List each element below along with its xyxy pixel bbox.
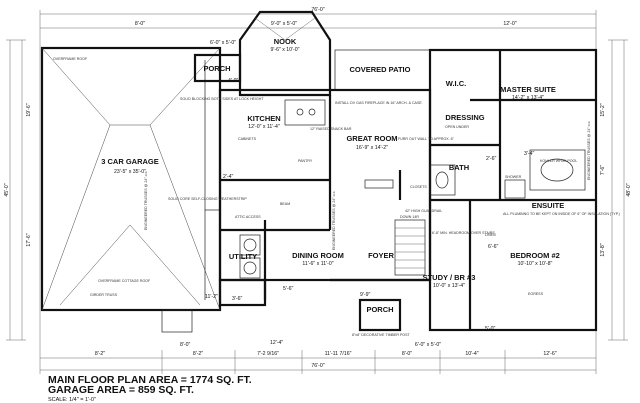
room-study-size: 10'-0" x 13'-4" [433, 283, 465, 289]
note-cabinets: CABINETS [238, 137, 257, 141]
dim-misc-11: 15'-2" [600, 103, 606, 116]
dim-misc-0: 3'-6" [232, 296, 242, 302]
dim-misc-4: 9'-9" [360, 292, 370, 298]
dim-top-seg-2: 8'-0" [135, 21, 145, 27]
note-raised-snack-bar: 12" RAISED SNACK BAR [310, 127, 352, 131]
room-wic-name: W.I.C. [446, 79, 466, 88]
dim-top-seg-0: 9'-0" x 5'-0" [271, 21, 297, 27]
dim-misc-14: 8'-0" [180, 342, 190, 348]
room-study-name: STUDY / BR #3 [423, 273, 476, 282]
note-attic-access: ATTIC ACCESS [235, 215, 261, 219]
dim-misc-8: 3'-4" [524, 151, 534, 157]
dim-bottom-seg-2: 7'-2 9/16" [257, 351, 279, 357]
room-porch-bottom-name: PORCH [366, 305, 393, 314]
dim-bottom-seg-5: 10'-4" [465, 351, 478, 357]
dim-left-overall: 45'-0" [4, 183, 10, 196]
title-garage-area: GARAGE AREA = 859 SQ. FT. [48, 384, 194, 396]
room-bedroom2-name: BEDROOM #2 [510, 251, 560, 260]
note-closets: CLOSETS [410, 185, 427, 189]
note-down-steps: DOWN 14R [400, 215, 419, 219]
dim-top-overall: 76'-0" [311, 7, 324, 13]
dimension-lines [6, 10, 628, 374]
room-master-suite-size: 14'-2" x 13'-4" [512, 95, 544, 101]
room-garage-name: 3 CAR GARAGE [101, 157, 159, 166]
room-dining-room-size: 11'-6" x 11'-0" [302, 261, 333, 267]
room-garage-size: 23'-5" x 35'-0" [114, 169, 146, 175]
dim-bottom-seg-3: 11'-11 7/16" [325, 351, 352, 357]
room-dressing-name: DRESSING [445, 113, 484, 122]
dim-misc-6: 2'-6" [486, 156, 496, 162]
note-solid-core-door: SOLID CORE SELF-CLOSING WEATHERSTRIP [168, 197, 247, 201]
title-scale: SCALE: 1/4" = 1'-0" [48, 397, 96, 403]
room-bath-name: BATH [449, 163, 469, 172]
note-trusses-left: ENGINEERED TRUSSES @ 24" o.c. [144, 171, 148, 230]
garage [40, 46, 222, 333]
note-trusses-center: ENGINEERED TRUSSES @ 24" o.c. [332, 191, 336, 250]
room-kitchen-size: 12'-0" x 11'-4" [248, 124, 280, 130]
note-overframe-roof: OVERFRAME ROOF [53, 57, 88, 61]
note-trusses-right: ENGINEERED TRUSSES @ 24" o.c. [587, 121, 591, 180]
dim-right-overall: 48'-0" [626, 183, 632, 196]
dim-bottom-seg-1: 8'-2" [193, 351, 203, 357]
room-nook-size: 9'-6" x 10'-0" [270, 47, 299, 53]
room-great-room-name: GREAT ROOM [346, 134, 397, 143]
dim-porch-bottom-size: 6'-0" x 5'-0" [415, 342, 441, 348]
note-plumbing: ALL PLUMBING TO BE KEPT ON INSIDE OF 6" … [503, 212, 620, 216]
room-utility-name: UTILITY [229, 252, 257, 261]
note-install-fireplace: INSTALL DV GAS FIREPLACE IN 16" ARCH. & … [335, 101, 422, 105]
note-high-guardrail: 42" HIGH GUARDRAIL [405, 209, 442, 213]
room-porch-top-name: PORCH [203, 64, 230, 73]
room-ensuite-name: ENSUITE [532, 201, 565, 210]
dim-misc-1: 4'-0" [228, 78, 238, 84]
note-overframe-cottage-roof: OVERFRAME COTTAGE ROOF [98, 279, 151, 283]
room-kitchen-name: KITCHEN [247, 114, 280, 123]
dim-misc-5: 11'-2" [205, 294, 218, 300]
room-great-room-size: 16'-9" x 14'-2" [356, 145, 388, 151]
note-beam: BEAM [280, 202, 290, 206]
room-bedroom2-size: 10'-10" x 10'-8" [518, 261, 553, 267]
dim-bottom-overall: 76'-0" [311, 363, 324, 369]
room-nook-name: NOOK [274, 37, 297, 46]
room-dining-room-name: DINING ROOM [292, 251, 344, 260]
dim-bottom-seg-0: 8'-2" [95, 351, 105, 357]
note-open-under: OPEN UNDER [445, 125, 469, 129]
note-decorative-timber: 8"x8" DECORATIVE TIMBER POST [352, 333, 411, 337]
fixtures [239, 99, 586, 279]
dim-misc-2: 2'-4" [223, 174, 233, 180]
dim-misc-13: 13'-8" [600, 243, 606, 256]
dim-misc-9: 6'-6" [488, 244, 498, 250]
note-headroom: 6'-8" MIN. HEADROOM OVER STAIRS [432, 231, 495, 235]
dim-bottom-seg-6: 12'-6" [543, 351, 556, 357]
note-girder-truss: GIRDER TRUSS [90, 293, 118, 297]
note-egress: EGRESS [528, 292, 544, 296]
dim-top-seg-1: 6'-0" x 5'-0" [210, 40, 236, 46]
dim-bottom-seg-4: 8'-0" [402, 351, 412, 357]
dim-misc-15: 5'-0" [485, 326, 495, 332]
note-furr-out-wall: FURR OUT WALL TO APPROX. 6" [398, 137, 455, 141]
dim-misc-16: 12'-4" [270, 340, 283, 346]
note-shower: SHOWER [505, 175, 522, 179]
title-main-floor-area: MAIN FLOOR PLAN AREA = 1774 SQ. FT. [48, 374, 252, 386]
room-master-suite-name: MASTER SUITE [500, 85, 556, 94]
dim-misc-7: 17'-6" [26, 233, 32, 246]
note-solid-blocking: SOLID BLOCKING BOTH SIDES AT LOCK HEIGHT [180, 97, 264, 101]
note-linen: LINEN [485, 233, 496, 237]
room-covered-patio-name: COVERED PATIO [350, 65, 411, 74]
dim-misc-12: 7'-6" [600, 165, 606, 175]
dim-top-seg-3: 12'-0" [503, 21, 516, 27]
note-kohler-whirlpool: KOHLER WHIRLPOOL [540, 159, 577, 163]
room-foyer-name: FOYER [368, 251, 394, 260]
dim-misc-3: 5'-6" [283, 286, 293, 292]
note-pantry: PANTRY [298, 159, 313, 163]
dim-misc-10: 19'-6" [26, 103, 32, 116]
